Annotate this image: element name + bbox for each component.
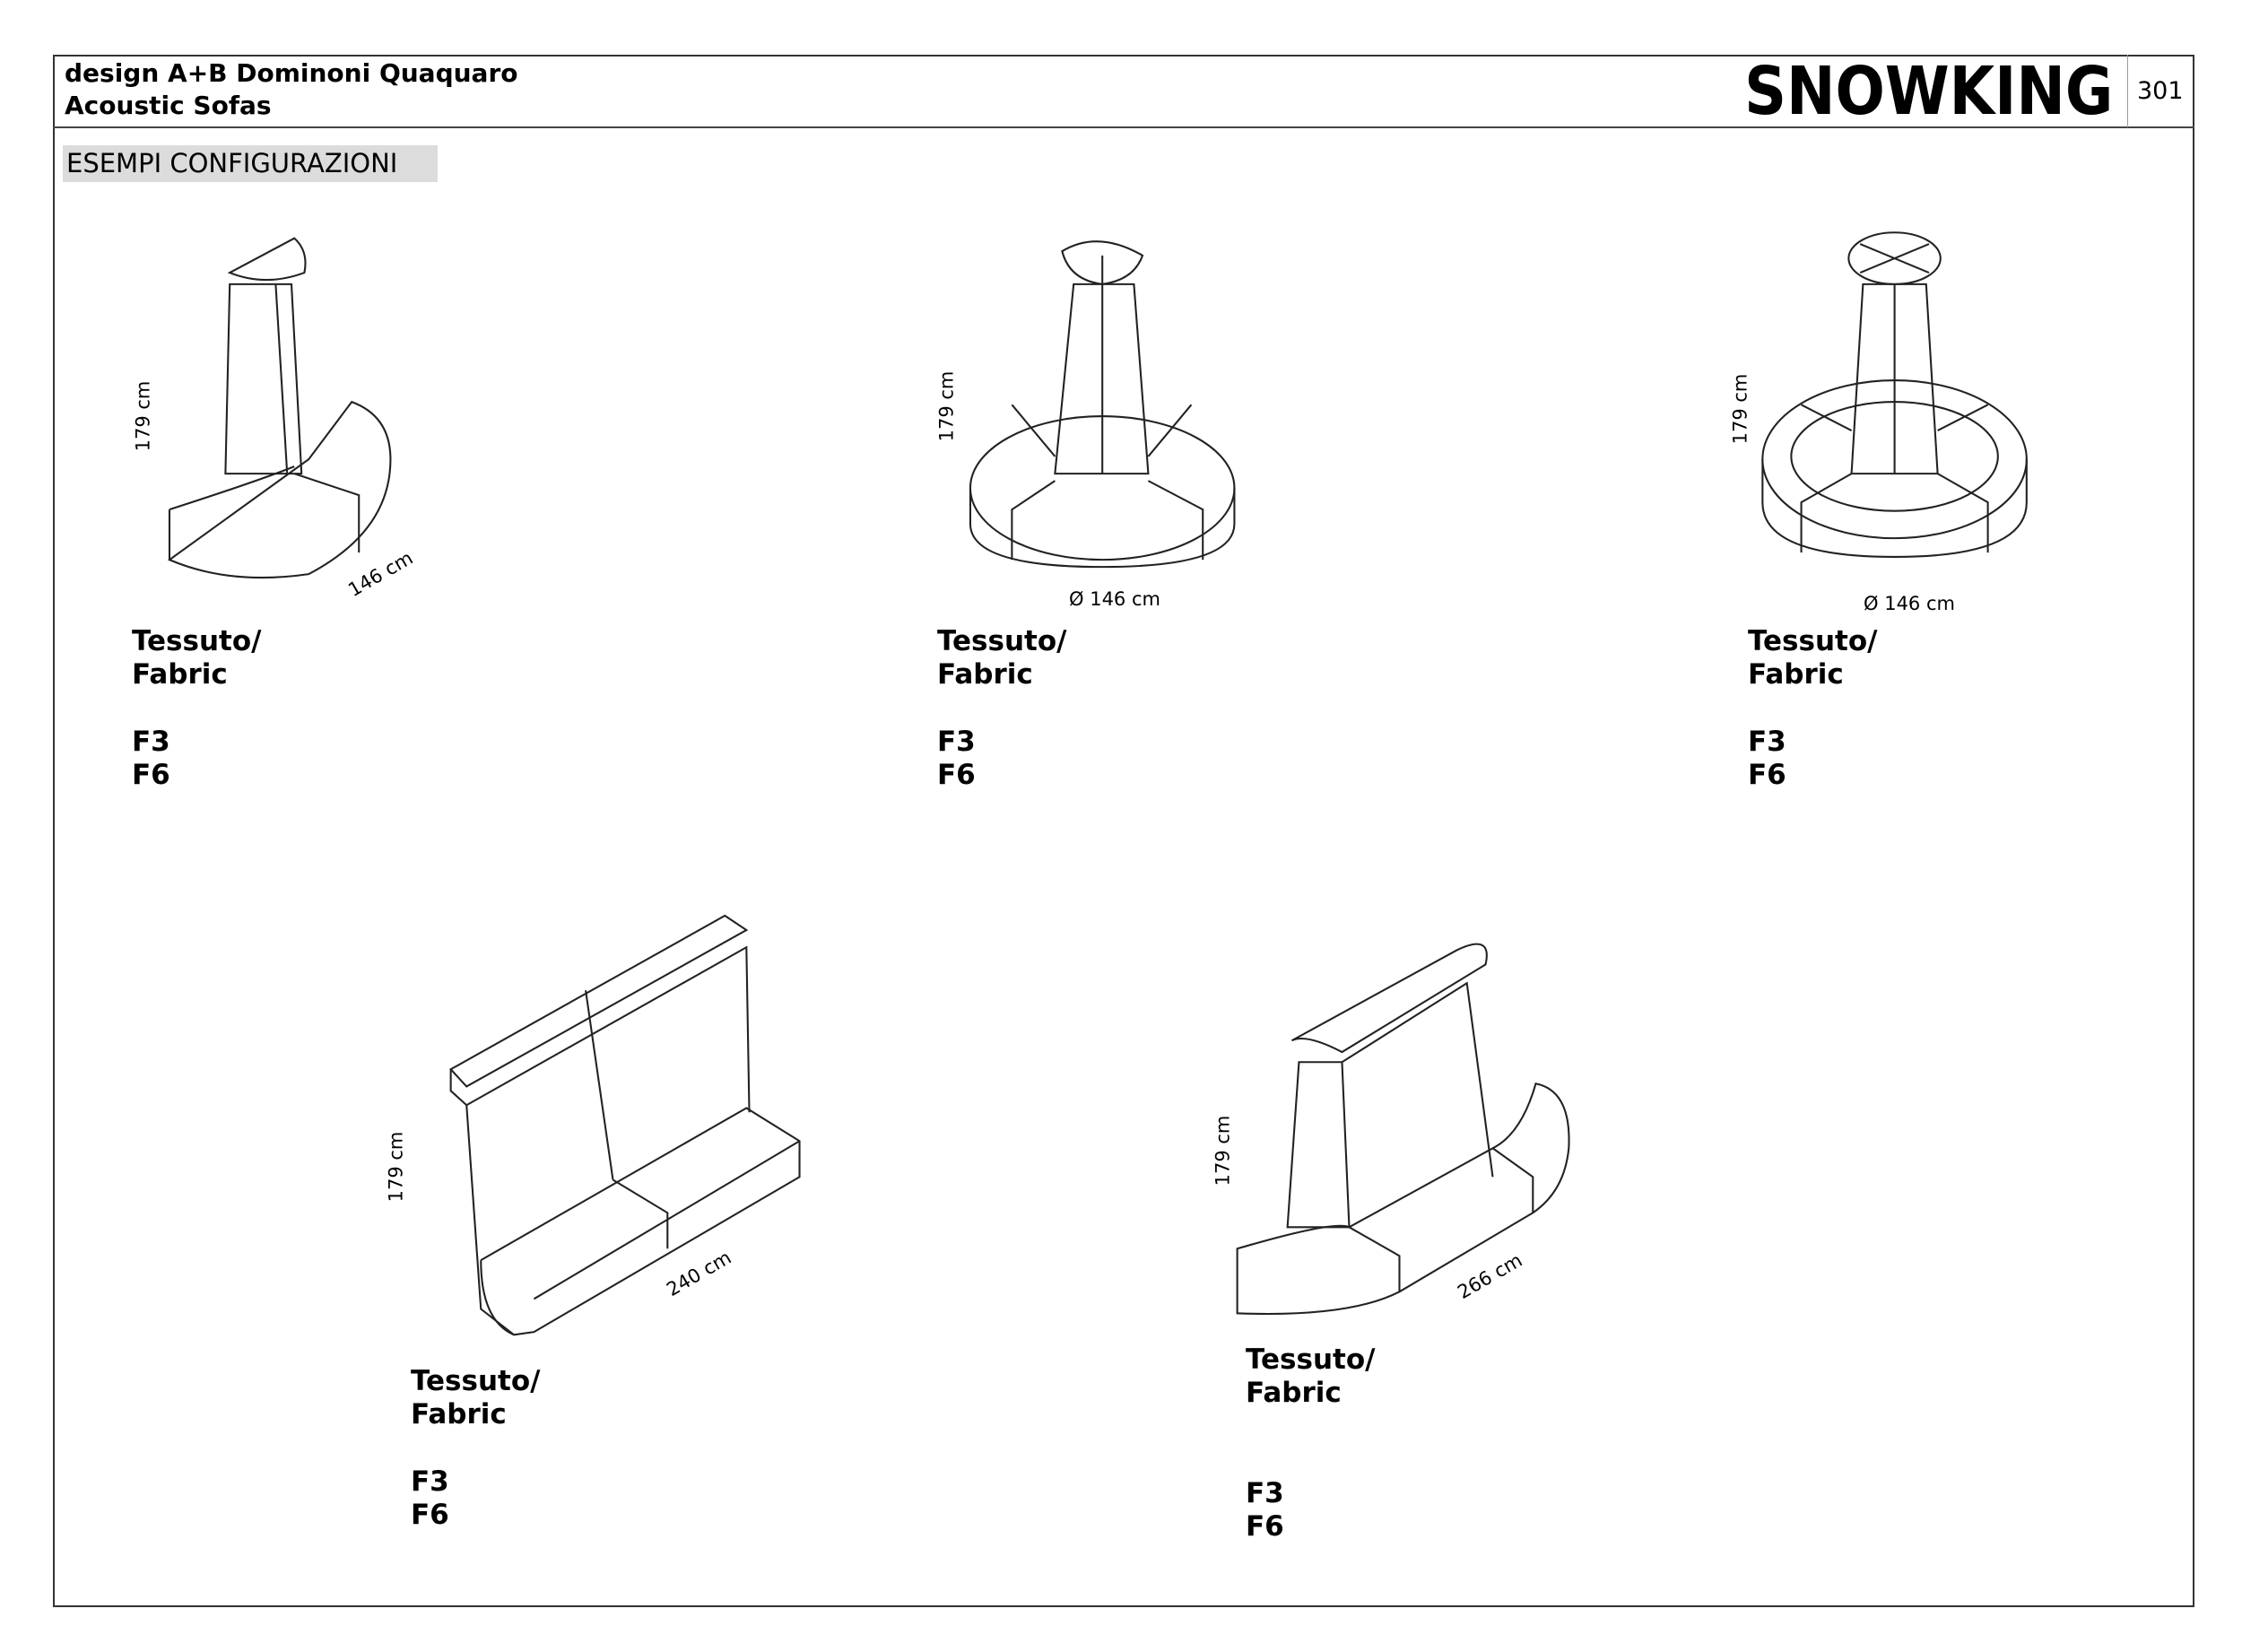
material-label: Tessuto/ xyxy=(1246,1343,1376,1376)
page-number-divider xyxy=(2127,55,2128,127)
fabric-code: F3 xyxy=(411,1465,449,1498)
drawing-config-4 xyxy=(448,914,801,1336)
drawing-config-5 xyxy=(1236,943,1570,1316)
fabric-code: F6 xyxy=(1246,1510,1284,1543)
fabric-code: F6 xyxy=(411,1499,449,1531)
drawing-config-3 xyxy=(1761,231,2028,558)
product-category: Acoustic Sofas xyxy=(65,91,272,120)
material-label-en: Fabric xyxy=(1748,658,1844,691)
fabric-code: F3 xyxy=(1246,1477,1284,1509)
fabric-code: F3 xyxy=(1748,726,1786,758)
material-label-en: Fabric xyxy=(132,658,228,691)
fabric-code: F3 xyxy=(937,726,976,758)
material-label-en: Fabric xyxy=(1246,1377,1342,1409)
diameter-dimension: Ø 146 cm xyxy=(1864,593,1955,614)
fabric-code: F6 xyxy=(132,759,170,791)
height-dimension: 179 cm xyxy=(385,1131,407,1203)
config-4-spec: Tessuto/ Fabric F3 F6 xyxy=(411,1365,540,1532)
fabric-code: F6 xyxy=(1748,759,1786,791)
height-dimension: 179 cm xyxy=(1729,373,1751,445)
designer-credit: design A+B Dominoni Quaquaro xyxy=(65,58,518,88)
height-dimension: 179 cm xyxy=(132,380,154,452)
drawing-config-1 xyxy=(167,237,392,579)
material-label: Tessuto/ xyxy=(1748,625,1878,657)
page-frame xyxy=(53,55,2194,1607)
material-label: Tessuto/ xyxy=(411,1365,541,1397)
material-label: Tessuto/ xyxy=(937,625,1067,657)
diameter-dimension: Ø 146 cm xyxy=(1069,588,1160,610)
material-label: Tessuto/ xyxy=(132,625,262,657)
header-divider xyxy=(53,126,2194,128)
fabric-code: F6 xyxy=(937,759,976,791)
section-title: ESEMPI CONFIGURAZIONI xyxy=(63,145,438,182)
drawing-config-2 xyxy=(969,240,1236,569)
config-3-spec: Tessuto/ Fabric F3 F6 xyxy=(1748,625,1877,792)
height-dimension: 179 cm xyxy=(1212,1115,1234,1187)
brand-title: SNOWKING xyxy=(1743,53,2113,130)
fabric-code: F3 xyxy=(132,726,170,758)
config-2-spec: Tessuto/ Fabric F3 F6 xyxy=(937,625,1066,792)
material-label-en: Fabric xyxy=(937,658,1033,691)
height-dimension: 179 cm xyxy=(935,370,958,442)
page-number: 301 xyxy=(2137,77,2184,105)
config-5-spec: Tessuto/ Fabric F3 F6 xyxy=(1246,1343,1375,1543)
config-1-spec: Tessuto/ Fabric F3 F6 xyxy=(132,625,261,792)
material-label-en: Fabric xyxy=(411,1398,507,1430)
